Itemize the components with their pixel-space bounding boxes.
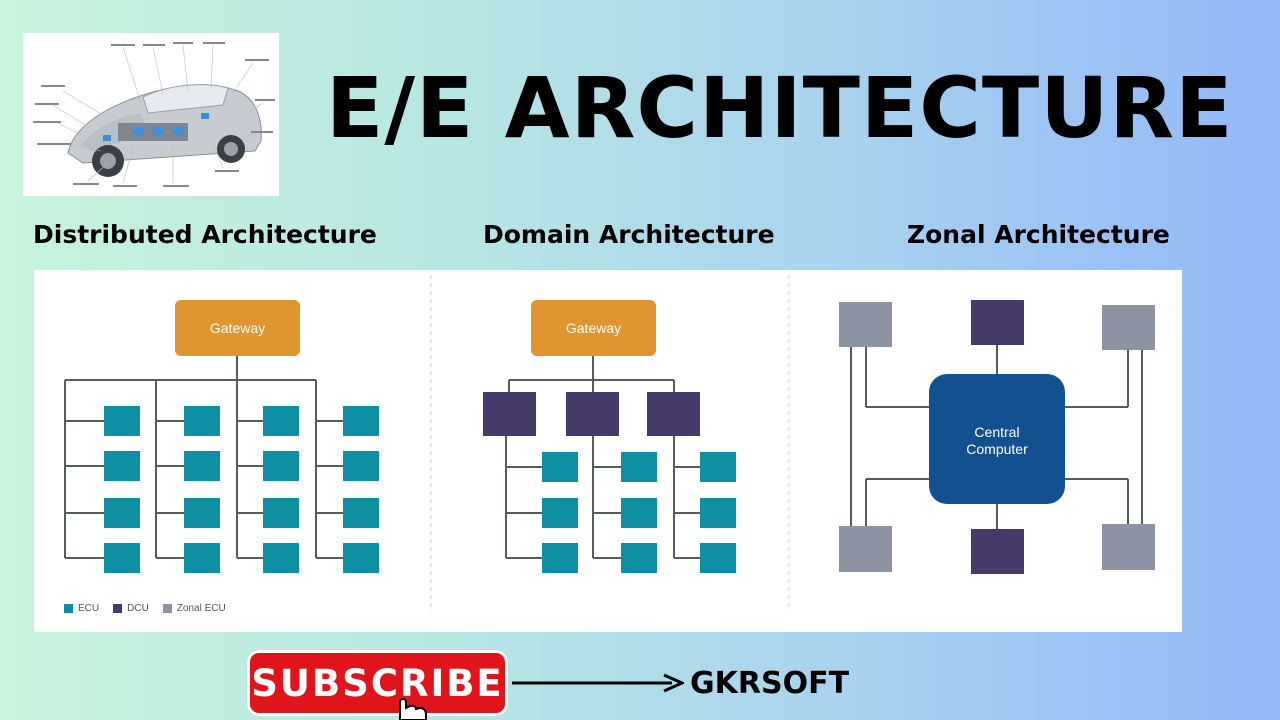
ecu-node (184, 451, 220, 481)
legend-item-zonal-ecu: Zonal ECU (162, 603, 226, 614)
legend: ECU DCU Zonal ECU (64, 603, 226, 614)
zonal-dcus (971, 300, 1024, 574)
ecu-node (263, 543, 299, 573)
central-computer (929, 374, 1065, 504)
car-illustration (23, 33, 279, 196)
arrow-right-icon (512, 673, 684, 693)
ecu-node (700, 452, 736, 482)
architecture-diagram-panel: Gateway Gateway (34, 270, 1182, 632)
ecu-node (700, 543, 736, 573)
legend-item-dcu: DCU (113, 603, 149, 614)
ecu-node (263, 406, 299, 436)
ecu-node (621, 543, 657, 573)
subscribe-label: SUBSCRIBE (251, 661, 504, 705)
dcu-node (566, 392, 619, 436)
ecu-node (343, 451, 379, 481)
dcu-node (971, 529, 1024, 574)
domain-gateway (531, 300, 656, 356)
domain-gateway-label: Gateway (566, 320, 621, 336)
distributed-architecture-title: Distributed Architecture (33, 220, 377, 249)
zonal-ecus (839, 302, 1155, 572)
zonal-ecu-node (839, 526, 892, 572)
zonal-ecu-node (1102, 524, 1155, 570)
central-computer-label-2: Computer (966, 441, 1028, 457)
dcu-node (483, 392, 536, 436)
ecu-node (542, 543, 578, 573)
ecu-node (104, 498, 140, 528)
ecu-node (263, 498, 299, 528)
subscribe-button[interactable]: SUBSCRIBE (247, 650, 508, 716)
ecu-node (184, 543, 220, 573)
ecu-node (621, 498, 657, 528)
ecu-node (343, 543, 379, 573)
ecu-node (104, 543, 140, 573)
ecu-node (184, 406, 220, 436)
central-computer-label-1: Central (974, 424, 1019, 440)
distributed-diagram (64, 356, 343, 559)
ecu-node (184, 498, 220, 528)
ecu-node (343, 498, 379, 528)
zonal-diagram (850, 345, 1143, 529)
cursor-hand-icon (399, 698, 427, 720)
domain-architecture-title: Domain Architecture (483, 220, 775, 249)
legend-swatch-zonal-ecu (162, 604, 172, 613)
legend-swatch-dcu (113, 604, 123, 613)
domain-diagram (505, 356, 700, 559)
distributed-gateway-label: Gateway (210, 320, 265, 336)
legend-swatch-ecu (64, 604, 73, 613)
page-title: E/E ARCHITECTURE (326, 59, 1234, 157)
zonal-architecture-title: Zonal Architecture (907, 220, 1170, 249)
dcu-node (971, 300, 1024, 345)
distributed-ecus (104, 406, 379, 573)
domain-dcus (483, 392, 700, 436)
ecu-node (542, 498, 578, 528)
dcu-node (647, 392, 700, 436)
ecu-node (700, 498, 736, 528)
brand-name: GKRSOFT (690, 666, 850, 701)
legend-item-ecu: ECU (64, 603, 99, 614)
ecu-node (263, 451, 299, 481)
ecu-node (104, 406, 140, 436)
ecu-node (542, 452, 578, 482)
ecu-node (621, 452, 657, 482)
distributed-gateway (175, 300, 300, 356)
zonal-ecu-node (839, 302, 892, 347)
architecture-diagram: Gateway Gateway (64, 275, 1155, 612)
zonal-ecu-node (1102, 305, 1155, 350)
ecu-node (104, 451, 140, 481)
ecu-node (343, 406, 379, 436)
domain-ecus (542, 452, 736, 573)
